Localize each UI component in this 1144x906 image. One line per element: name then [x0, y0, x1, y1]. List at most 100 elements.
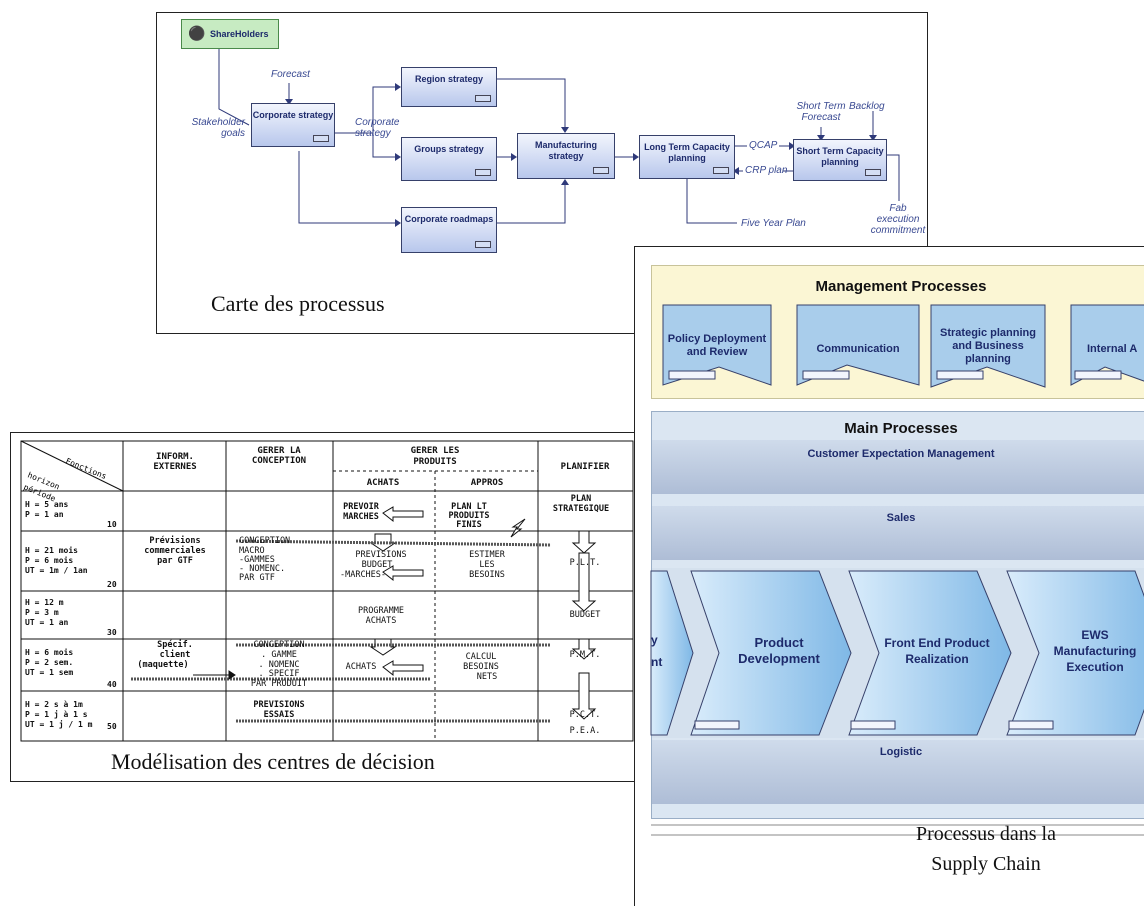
cell-pea: P.E.A.: [570, 726, 601, 736]
cell-budget-marches-2: -MARCHES-: [340, 570, 386, 580]
row-50-p: P = 1 j à 1 s: [25, 709, 88, 719]
region-strategy-box[interactable]: Region strategy: [401, 67, 497, 107]
caption-modelisation: Modélisation des centres de décision: [111, 749, 435, 774]
header-gerer-produits: GERER LES: [411, 446, 460, 456]
cell-programme-2: ACHATS: [366, 616, 397, 626]
cell-conc-macro-4: - NOMENC.: [239, 564, 285, 574]
cell-plan-lt-2: PRODUITS: [449, 511, 490, 521]
cell-conc-prod-4: . SPECIF: [259, 669, 300, 679]
cell-prev-com-3: par GTF: [157, 556, 193, 566]
row-30-p: P = 3 m: [25, 608, 59, 617]
cell-prev-com: Prévisions: [149, 535, 200, 546]
sales-lane: Sales: [652, 506, 1144, 560]
subprocess-icon: [475, 241, 491, 248]
cell-conc-macro: CONCEPTION: [239, 536, 290, 546]
row-40-num: 40: [107, 680, 117, 689]
subprocess-icon: [593, 167, 609, 174]
row-40-h: H = 6 mois: [25, 647, 73, 657]
process-map-connectors: [218, 49, 900, 227]
cell-budget: BUDGET: [570, 610, 601, 620]
cell-estimer-3: BESOINS: [469, 570, 505, 580]
subprocess-icon: [475, 169, 491, 176]
cell-budget-marches: BUDGET: [362, 560, 393, 570]
cell-pct: P.C.T.: [570, 710, 601, 720]
caption-carte-des-processus: Carte des processus: [211, 291, 385, 316]
cell-conc-prod-3: . NOMENC: [259, 660, 300, 670]
row-50-ut: UT = 1 j / 1 m: [25, 719, 93, 729]
cell-conc-macro-5: PAR GTF: [239, 573, 275, 583]
header-gerer-produits-2: PRODUITS: [413, 457, 456, 467]
cell-conc-macro-3: -GAMMES: [239, 555, 275, 565]
cell-plt: P.L.T.: [570, 558, 601, 568]
annotation-qcap: QCAP: [749, 140, 778, 151]
cell-plan-strat: PLAN: [571, 494, 591, 504]
row-30-num: 30: [107, 628, 117, 637]
groups-strategy-box[interactable]: Groups strategy: [401, 137, 497, 181]
management-chevrons: [662, 304, 1144, 388]
row-50-h: H = 2 s à 1m: [25, 700, 83, 709]
cell-prevoir: PREVOIR: [343, 502, 380, 512]
header-inform: INFORM.: [156, 452, 194, 462]
annotation-backlog: Backlog: [849, 101, 885, 112]
row-20-num: 20: [107, 580, 117, 589]
header-gerer-conception-2: CONCEPTION: [252, 456, 306, 466]
cell-estimer-2: LES: [479, 560, 494, 570]
shareholders-box[interactable]: ⚫ ShareHolders: [181, 19, 279, 49]
management-item-communication[interactable]: Communication: [816, 343, 900, 355]
cell-specif-3: (maquette): [137, 660, 188, 670]
row-30-h: H = 12 m: [25, 598, 64, 607]
row-20-h: H = 21 mois: [25, 545, 78, 555]
decision-centers-panel: Fonctions horizon période INFORM. EXTERN…: [10, 432, 642, 782]
cell-prev-com-2: commerciales: [144, 545, 205, 556]
row-20-p: P = 6 mois: [25, 555, 73, 565]
cell-prevoir-2: MARCHES: [343, 512, 379, 522]
management-item-internal[interactable]: Internal A: [1087, 343, 1138, 355]
decision-grid: Fonctions horizon période INFORM. EXTERN…: [20, 440, 634, 742]
cell-specif: Spécif.: [157, 639, 193, 650]
subprocess-icon: [313, 135, 329, 142]
row-30-ut: UT = 1 an: [25, 618, 69, 627]
cell-estimer: ESTIMER: [469, 550, 506, 560]
row-10-p: P = 1 an: [25, 510, 64, 519]
main-chevrons: [650, 570, 1144, 836]
cell-plan-lt: PLAN LT: [451, 502, 487, 512]
shareholders-label: ShareHolders: [210, 29, 269, 39]
row-20-ut: UT = 1m / 1an: [25, 566, 88, 575]
cell-prev-essais: PREVISIONS: [253, 700, 304, 710]
cell-plan-strat-2: STRATEGIQUE: [553, 504, 609, 514]
subprocess-icon: [713, 167, 729, 174]
logistic-lane: Logistic: [652, 740, 1144, 804]
header-inform-2: EXTERNES: [153, 462, 196, 472]
corporate-strategy-box[interactable]: Corporate strategy: [251, 103, 335, 147]
annotation-five-year-plan: Five Year Plan: [741, 218, 806, 229]
customer-expectation-lane: Customer Expectation Management: [652, 440, 1144, 494]
process-map-panel: ⚫ ShareHolders Corporate strategy Region…: [156, 12, 928, 334]
header-gerer-conception: GERER LA: [257, 446, 301, 456]
subprocess-icon: [865, 169, 881, 176]
cell-programme: PROGRAMME: [358, 606, 404, 616]
row-40-ut: UT = 1 sem: [25, 668, 73, 677]
row-10-num: 10: [107, 520, 117, 529]
cell-calcul-3: NETS: [477, 672, 497, 682]
row-10-h: H = 5 ans: [25, 500, 69, 509]
subprocess-icon: [475, 95, 491, 102]
row-40-p: P = 2 sem.: [25, 658, 73, 667]
main-title: Main Processes: [844, 420, 958, 437]
cell-conc-macro-2: MACRO: [239, 546, 265, 556]
cell-achats: ACHATS: [346, 662, 377, 672]
header-planifier: PLANIFIER: [561, 462, 610, 472]
corporate-roadmaps-box[interactable]: Corporate roadmaps: [401, 207, 497, 253]
cell-conc-prod-5: PAR PRODUIT: [251, 679, 307, 689]
